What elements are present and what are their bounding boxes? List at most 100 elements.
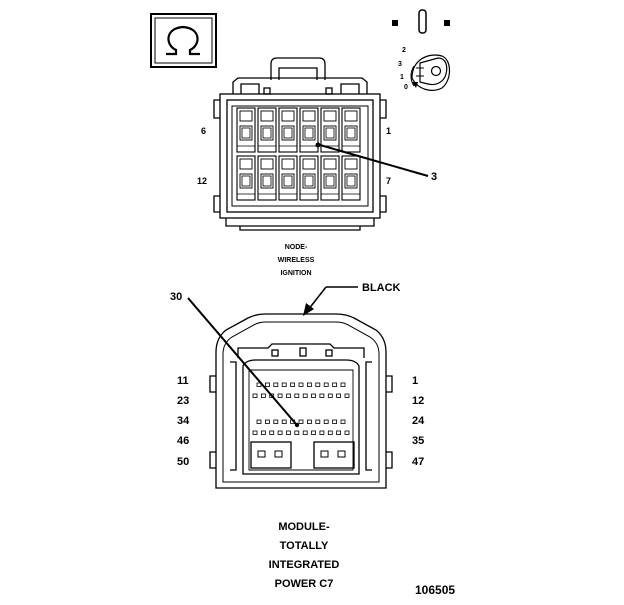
pin-cavity xyxy=(319,393,325,398)
omega-symbol-icon xyxy=(150,13,217,68)
pin-cavity xyxy=(269,393,275,398)
pin-cavity xyxy=(286,430,291,435)
pin-cavity xyxy=(256,419,262,424)
power-terminal xyxy=(320,450,329,458)
right-pin-label: 1 xyxy=(412,375,418,387)
pin-cavity xyxy=(315,382,321,387)
callout-3-label: 3 xyxy=(431,171,437,183)
pin-cavity xyxy=(256,382,262,387)
pin-cavity xyxy=(311,393,316,398)
right-pin-label: 47 xyxy=(412,456,424,468)
pin-cavity xyxy=(269,430,275,435)
pin-cavity xyxy=(252,393,258,398)
caption-line: INTEGRATED xyxy=(269,559,340,571)
power-terminal xyxy=(257,450,266,458)
cavity xyxy=(257,155,277,201)
pin-cavity xyxy=(252,430,258,435)
orientation-marks xyxy=(392,9,450,34)
pin-cavity xyxy=(311,430,316,435)
pin-cavity xyxy=(340,382,346,387)
pin-cavity xyxy=(332,419,338,424)
cavity xyxy=(320,155,340,201)
cavity xyxy=(299,155,319,201)
pin-cavity xyxy=(277,430,283,435)
caption-line: MODULE- xyxy=(278,521,330,533)
pin-cavity xyxy=(264,419,270,424)
cavity xyxy=(278,155,298,201)
pin-cavity xyxy=(340,419,346,424)
pin-cavity xyxy=(281,382,287,387)
right-pin-label: 35 xyxy=(412,435,424,447)
callout-30: 30 xyxy=(170,291,300,428)
pin-cavity xyxy=(264,382,270,387)
pin-label-7: 7 xyxy=(386,176,391,186)
caption-line: NODE- xyxy=(285,244,308,251)
callout-3: 3 xyxy=(315,142,437,183)
pin-cavity xyxy=(315,419,321,424)
pin-cavity xyxy=(286,393,291,398)
pin-cavity xyxy=(306,382,312,387)
right-pin-labels: 1 12 24 35 47 xyxy=(412,375,425,468)
cavity xyxy=(341,107,361,153)
pin-cavity xyxy=(323,419,329,424)
left-pin-label: 50 xyxy=(177,456,189,468)
left-pin-labels: 11 23 34 46 50 xyxy=(177,375,190,468)
pin-cavity xyxy=(327,393,333,398)
tipm-c7-connector xyxy=(209,313,393,489)
pin-cavity xyxy=(306,419,312,424)
color-label: BLACK xyxy=(362,282,401,294)
key-pos-label: 0 xyxy=(404,84,408,91)
pin-label-1: 1 xyxy=(386,126,391,136)
left-pin-label: 46 xyxy=(177,435,189,447)
pin-cavity xyxy=(327,430,333,435)
right-pin-label: 12 xyxy=(412,395,424,407)
color-callout: BLACK xyxy=(303,282,401,316)
key-position-icon: 2 3 1 0 xyxy=(398,47,451,91)
pin-cavity xyxy=(323,382,329,387)
pin-cavity xyxy=(290,382,296,387)
pin-cavity xyxy=(273,419,279,424)
caption-line: WIRELESS xyxy=(278,257,315,264)
cavity xyxy=(341,155,361,201)
pin-cavity xyxy=(344,430,350,435)
key-pos-label: 3 xyxy=(398,61,402,68)
pin-cavity xyxy=(294,430,300,435)
pin-cavity xyxy=(298,419,304,424)
pin-cavity xyxy=(336,393,342,398)
cavity xyxy=(257,107,277,153)
left-pin-label: 11 xyxy=(177,375,189,387)
pin-label-12: 12 xyxy=(197,176,207,186)
pin-cavity xyxy=(332,382,338,387)
pin-label-6: 6 xyxy=(201,126,206,136)
pin-cavity xyxy=(344,393,350,398)
power-terminal xyxy=(274,450,283,458)
power-terminal xyxy=(337,450,346,458)
key-pos-label: 2 xyxy=(402,47,406,54)
caption-line: TOTALLY xyxy=(280,540,329,552)
left-pin-label: 34 xyxy=(177,415,190,427)
cavity xyxy=(320,107,340,153)
pin-cavity xyxy=(260,393,266,398)
caption-line: POWER C7 xyxy=(275,578,334,590)
pin-cavity xyxy=(298,382,304,387)
cavity xyxy=(299,107,319,153)
pin-cavity xyxy=(294,393,300,398)
pin-cavity xyxy=(336,430,342,435)
tipm-c7-cavities xyxy=(252,382,350,458)
left-pin-label: 23 xyxy=(177,395,189,407)
figure-number: 106505 xyxy=(415,583,455,597)
callout-30-label: 30 xyxy=(170,291,182,303)
key-pos-label: 1 xyxy=(400,74,404,81)
right-pin-label: 24 xyxy=(412,415,425,427)
caption-line: IGNITION xyxy=(280,270,311,277)
pin-cavity xyxy=(277,393,283,398)
pin-cavity xyxy=(260,430,266,435)
pin-cavity xyxy=(281,419,287,424)
pin-cavity xyxy=(319,430,325,435)
cavity xyxy=(278,107,298,153)
top-connector-cavities xyxy=(236,107,361,201)
pin-cavity xyxy=(302,430,308,435)
pin-cavity xyxy=(302,393,308,398)
